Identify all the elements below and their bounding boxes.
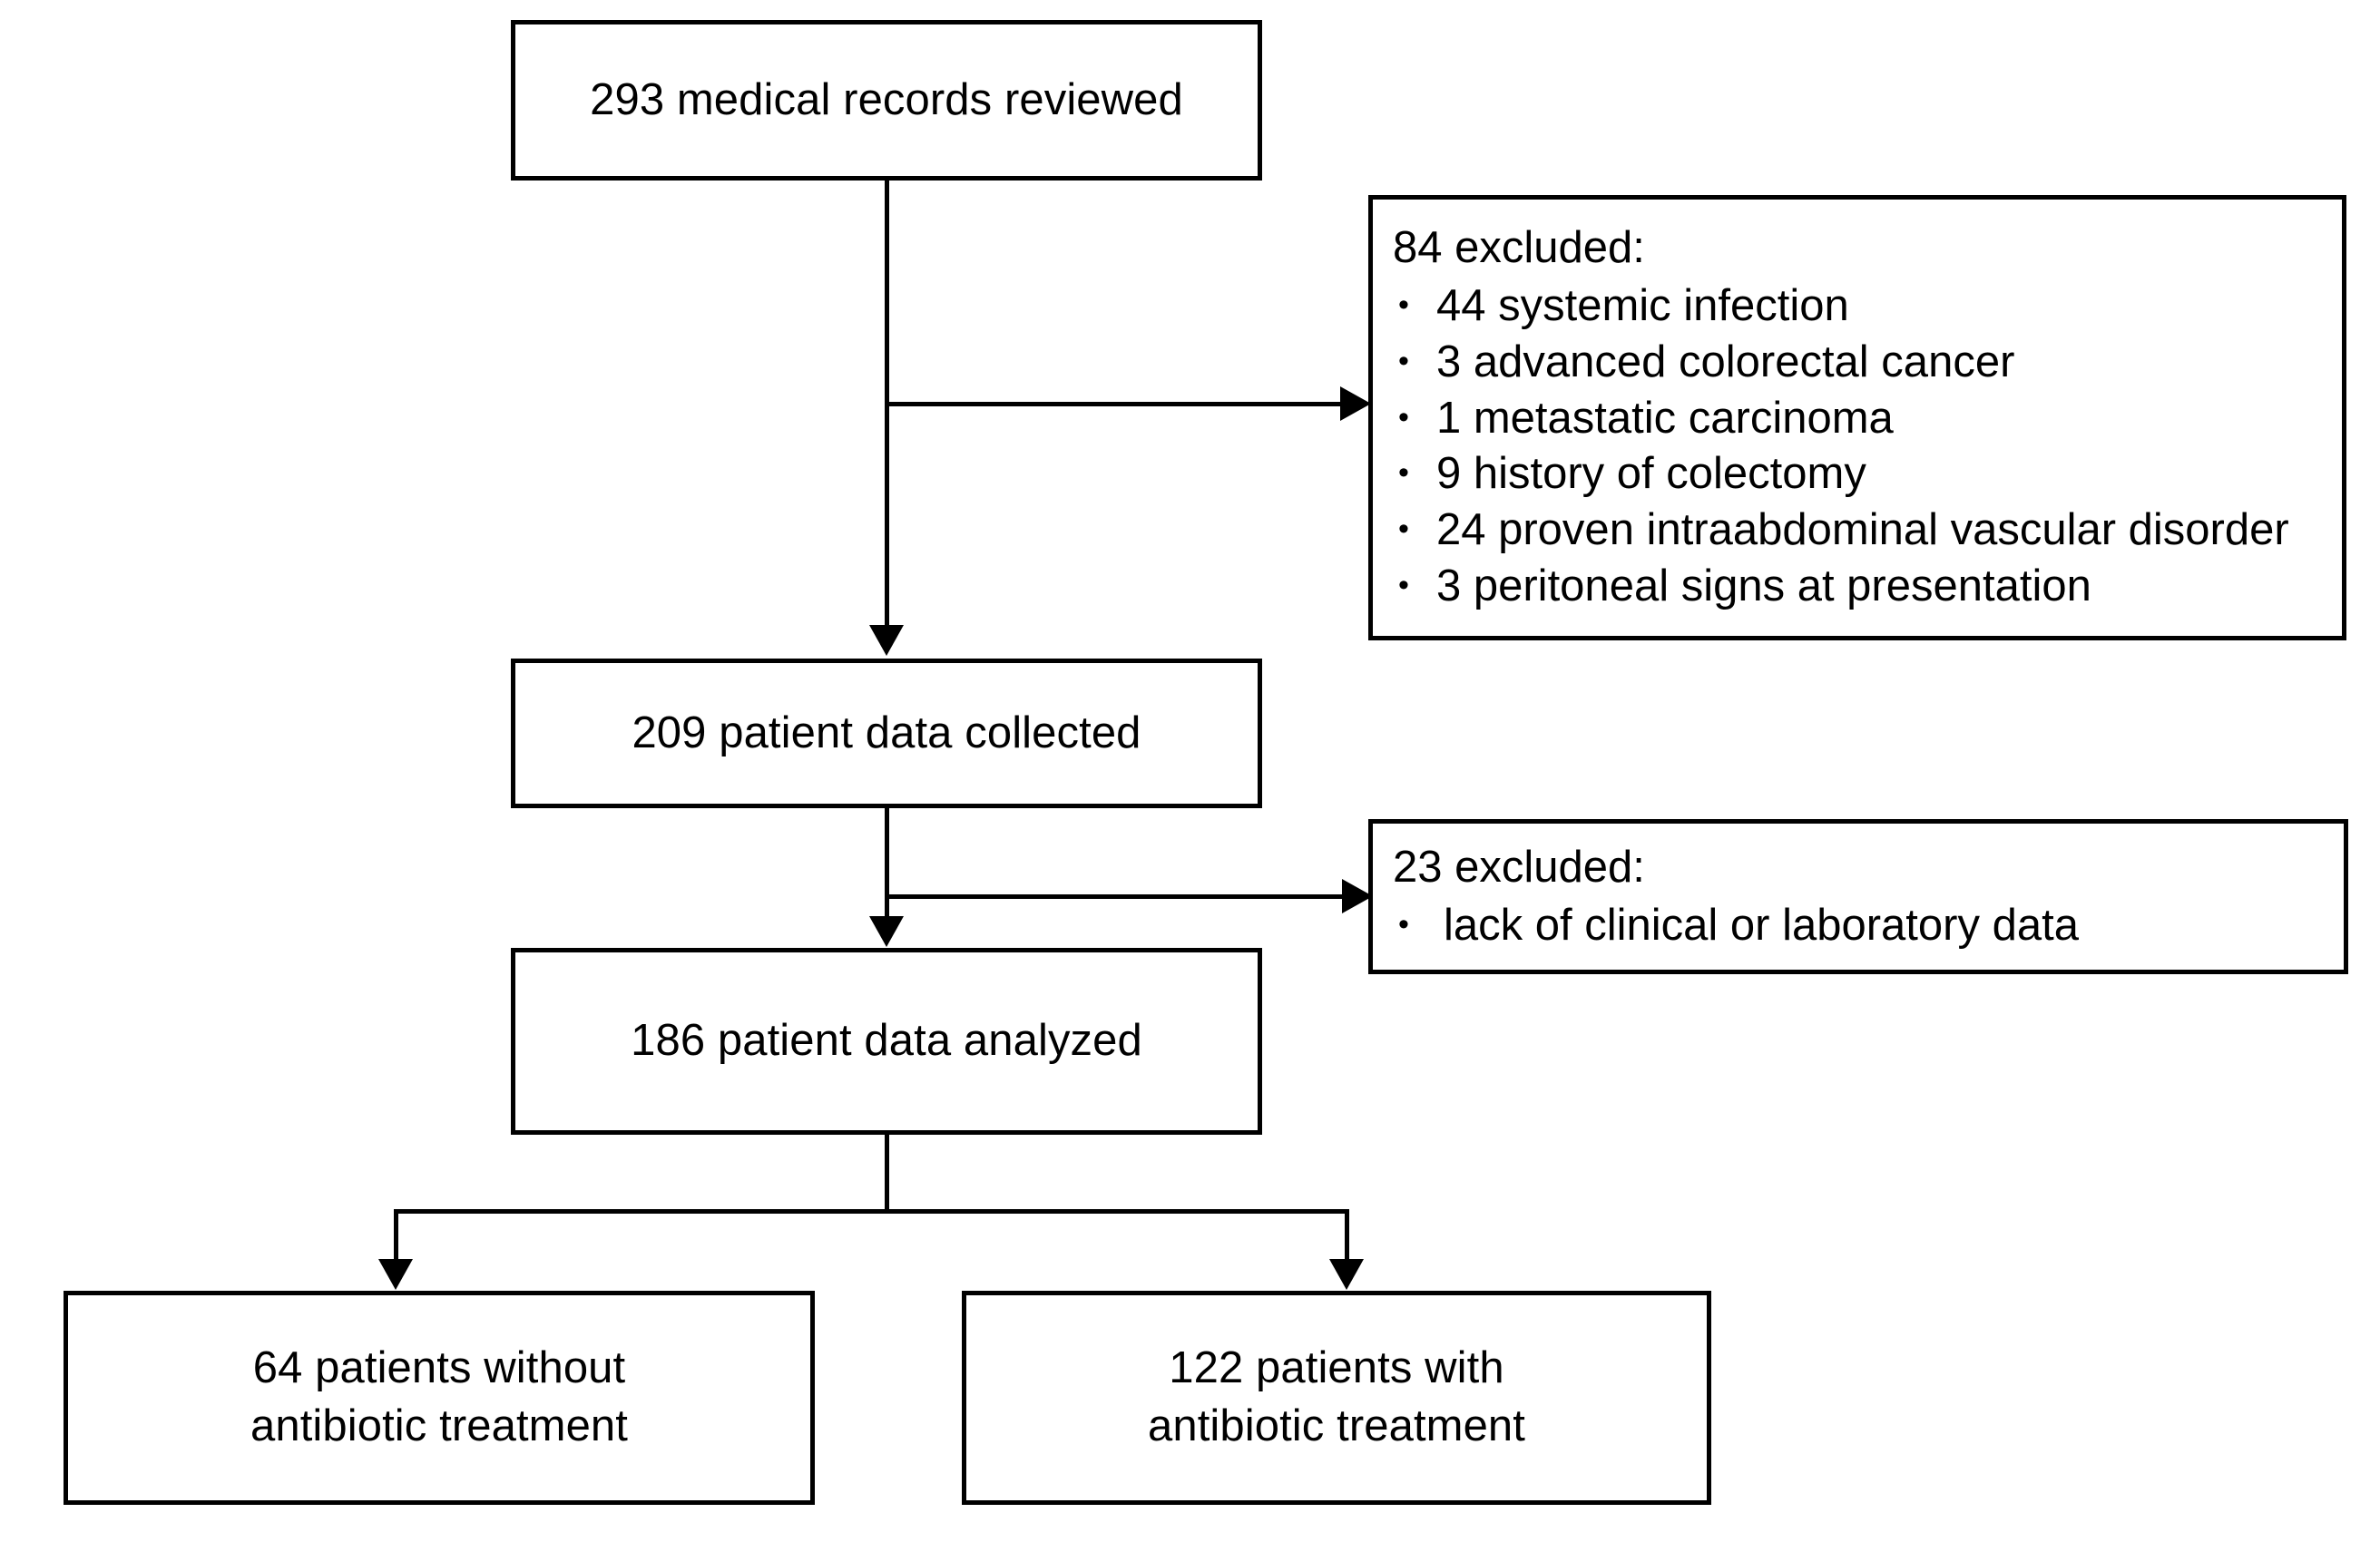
node-no-antibiotic-treatment: 64 patients without antibiotic treatment (64, 1291, 815, 1505)
connector-split-right-drop (1345, 1209, 1349, 1261)
node-excluded-1: 84 excluded: 44 systemic infection 3 adv… (1368, 195, 2346, 640)
excluded-1-reason-list: 44 systemic infection 3 advanced colorec… (1393, 278, 2342, 614)
node-patient-data-analyzed-label: 186 patient data analyzed (631, 1016, 1142, 1066)
node-antibiotic-treatment-label: 122 patients with antibiotic treatment (1148, 1343, 1525, 1450)
excluded-1-heading: 84 excluded: (1393, 223, 1645, 273)
connector-analyzed-stem (885, 1135, 889, 1214)
arrowhead-down-analyzed (869, 916, 904, 947)
arrowhead-right-excluded-1 (1340, 386, 1371, 421)
arrowhead-down-collected (869, 625, 904, 656)
arrowhead-down-antibiotic (1329, 1259, 1364, 1290)
node-no-antibiotic-treatment-label: 64 patients without antibiotic treatment (250, 1343, 628, 1450)
node-patient-data-analyzed: 186 patient data analyzed (511, 948, 1262, 1135)
connector-reviewed-to-excluded-1 (885, 402, 1346, 406)
list-item: 3 peritoneal signs at presentation (1393, 558, 2342, 615)
connector-collected-to-analyzed (885, 808, 889, 918)
arrowhead-down-no-antibiotic (378, 1259, 413, 1290)
list-item: 9 history of colectomy (1393, 445, 2342, 503)
list-item: 24 proven intraabdominal vascular disord… (1393, 502, 2342, 559)
node-excluded-2: 23 excluded: lack of clinical or laborat… (1368, 819, 2348, 974)
list-item: 1 metastatic carcinoma (1393, 390, 2342, 447)
connector-split-left-drop (394, 1209, 398, 1261)
excluded-2-reason-list: lack of clinical or laboratory data (1393, 897, 2344, 954)
node-records-reviewed-label: 293 medical records reviewed (590, 74, 1183, 124)
node-patient-data-collected-label: 209 patient data collected (632, 708, 1141, 757)
list-item: lack of clinical or laboratory data (1393, 897, 2344, 954)
list-item: 44 systemic infection (1393, 278, 2342, 335)
connector-collected-to-excluded-2 (885, 894, 1347, 899)
connector-split-bar (394, 1209, 1349, 1214)
list-item: 3 advanced colorectal cancer (1393, 334, 2342, 391)
excluded-2-heading: 23 excluded: (1393, 842, 1645, 892)
node-records-reviewed: 293 medical records reviewed (511, 20, 1262, 181)
node-antibiotic-treatment: 122 patients with antibiotic treatment (962, 1291, 1711, 1505)
arrowhead-right-excluded-2 (1342, 879, 1373, 913)
node-patient-data-collected: 209 patient data collected (511, 659, 1262, 808)
